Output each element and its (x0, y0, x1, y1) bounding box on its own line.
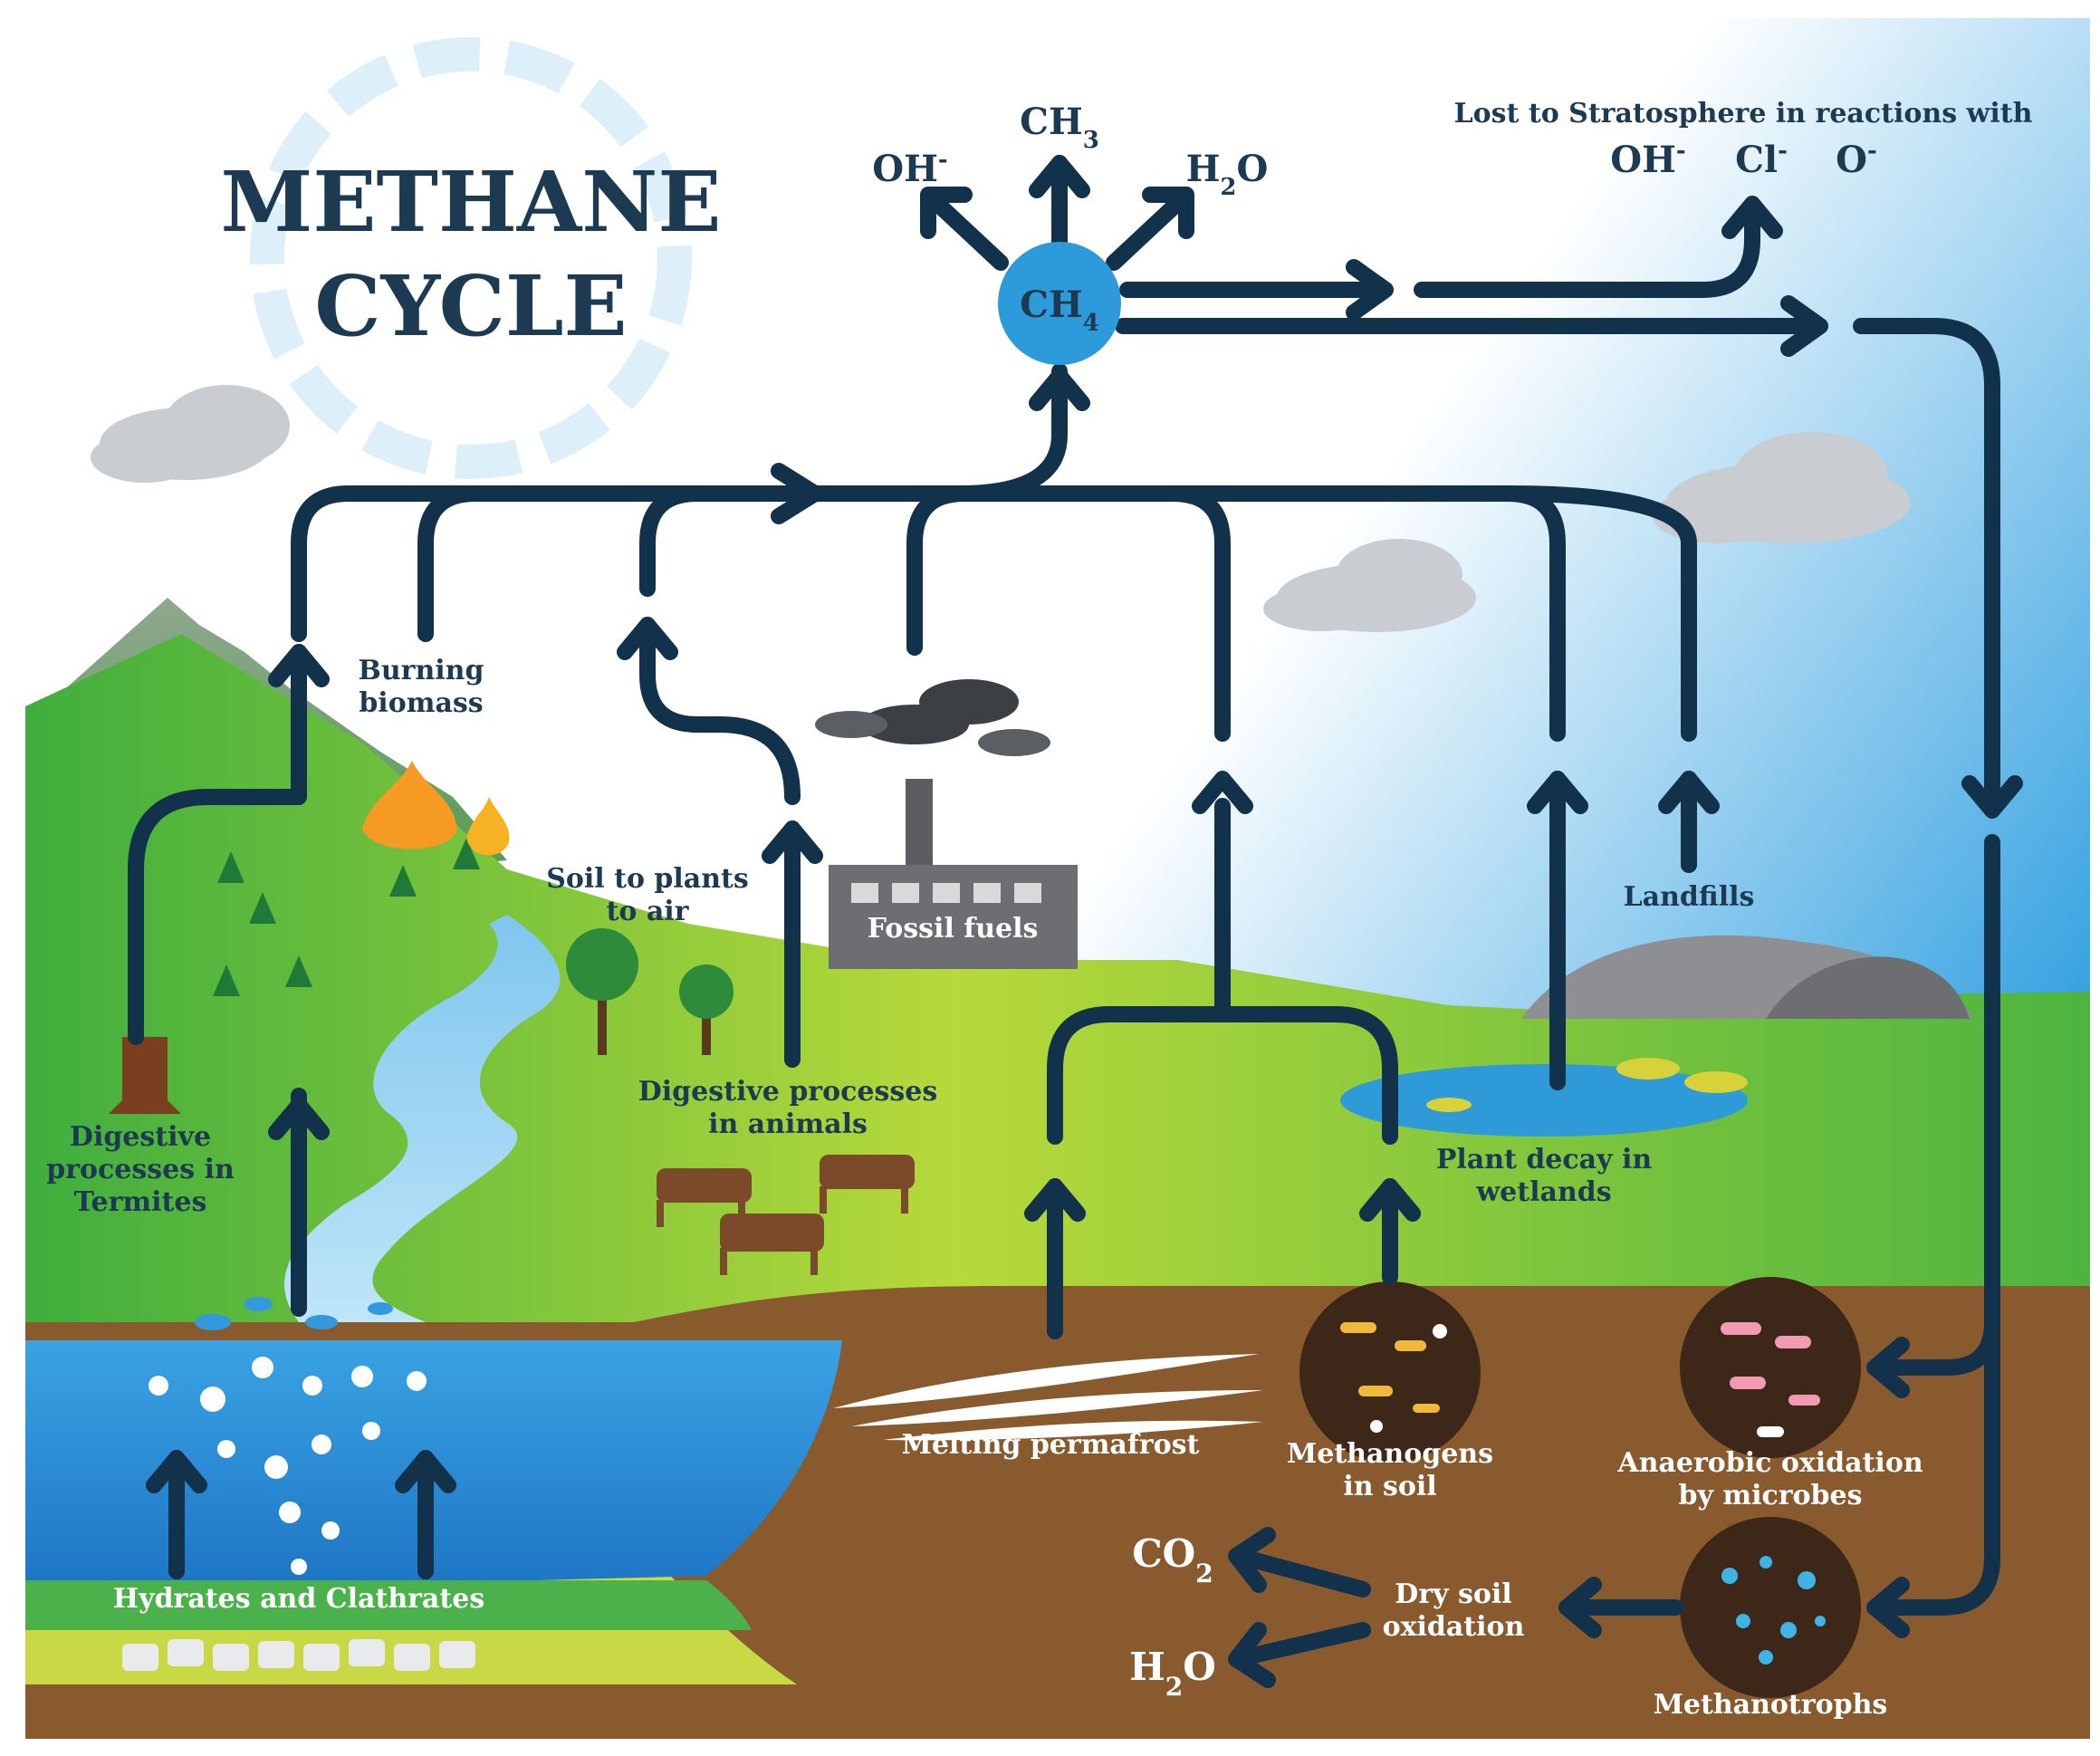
landfill-mound (1521, 935, 1974, 1019)
permafrost-trunk (1165, 485, 1231, 742)
termites-arrowhead (268, 644, 330, 687)
product-h2o: H2O (1186, 148, 1269, 201)
landfills-arrowhead (1658, 771, 1720, 814)
title-line-1: METHANE (221, 153, 722, 251)
soil-plants-riser (639, 485, 705, 597)
methanotrophs-arrowhead (1866, 1577, 1910, 1638)
title-line-2: CYCLE (314, 257, 627, 355)
stratosphere-oh: OH- (1610, 138, 1685, 181)
methanogens-to-trunk (1214, 1006, 1398, 1145)
ch4-feed (952, 363, 1068, 502)
methanotrophs-microbes (1721, 1556, 1826, 1665)
stratosphere-up-arrowhead (1721, 196, 1783, 239)
riverside-trees (566, 928, 734, 1055)
surface-bubbles (195, 1297, 393, 1330)
cloud-right (1653, 432, 1911, 543)
label-fossil-fuels: Fossil fuels (868, 913, 1039, 945)
title-ring-decoration (250, 37, 692, 479)
dry-soil-to-co2 (1237, 1550, 1371, 1598)
cows-icon (657, 1155, 915, 1275)
stratosphere-cl: Cl- (1735, 138, 1788, 181)
dry-soil-arrowhead (1558, 1577, 1602, 1638)
reeds-icon (1426, 1058, 1748, 1112)
h2o-arrowhead (1142, 187, 1194, 239)
stratosphere-caption: Lost to Stratosphere in reactions with (1454, 98, 2033, 130)
lake-bottom-green (25, 1580, 752, 1630)
anaerobic-microbes (1721, 1322, 1820, 1437)
anaerobic-microbes-circle (1680, 1277, 1861, 1458)
wetland-pond (1340, 1064, 1748, 1137)
soil-to-plants-line (639, 617, 801, 805)
hydrate-crystals (122, 1639, 475, 1671)
lake-up-left-arrowhead (146, 1450, 207, 1493)
burning-biomass-riser (417, 485, 484, 642)
h2o-sink-arrowhead (1228, 1622, 1276, 1688)
permafrost-arrowhead (1024, 1178, 1086, 1222)
grassland (25, 634, 2090, 1322)
ch4-to-soil-down (1853, 318, 2000, 805)
label-landfills: Landfills (1624, 881, 1755, 913)
collector-line (291, 485, 1566, 742)
co2-arrowhead (1228, 1527, 1276, 1593)
ch4-to-stratosphere-2 (1414, 200, 1760, 298)
soil-plants-arrowhead (617, 617, 678, 660)
hydrates-arrowhead (268, 1097, 330, 1140)
ch4-to-oh (925, 191, 1009, 271)
label-hydrates: Hydrates and Clathrates (113, 1583, 484, 1615)
dry-soil-to-h2o (1237, 1622, 1371, 1665)
cloud-left (91, 385, 290, 483)
termite-stump-icon (109, 1037, 181, 1114)
ch4-label: CH4 (1020, 283, 1099, 337)
ch4-feed-arrowhead (1029, 368, 1090, 411)
sink-co2: CO2 (1132, 1531, 1213, 1588)
methanotrophs-circle (1680, 1517, 1861, 1698)
trunk-arrowhead (1192, 771, 1253, 814)
collector-right-branch (1500, 485, 1697, 742)
termites-riser (128, 644, 307, 1045)
ch4-node (998, 242, 1121, 365)
product-oh: OH- (872, 147, 947, 190)
ch4-to-h2o (1106, 191, 1190, 271)
label-permafrost: Melting permafrost (902, 1429, 1200, 1461)
sink-h2o: H2O (1129, 1645, 1216, 1702)
stratosphere-arrowhead-1 (1346, 259, 1394, 321)
methanogens-arrowhead (1359, 1178, 1421, 1222)
collector-arrowhead (771, 463, 823, 524)
methanogens-circle (1299, 1281, 1481, 1463)
methane-bubbles (149, 1357, 427, 1575)
stratosphere-o: O- (1836, 138, 1877, 181)
to-methanotrophs (1871, 1314, 2000, 1616)
label-methanotrophs: Methanotrophs (1654, 1689, 1888, 1721)
lake-up-right-arrowhead (395, 1450, 456, 1493)
soil-down-arrowhead (1961, 775, 2023, 819)
factory-icon (815, 679, 1078, 969)
ch3-arrowhead (1029, 155, 1090, 198)
permafrost-streaks (833, 1354, 1263, 1441)
fire-icon (362, 761, 510, 856)
river (284, 915, 561, 1322)
oh-arrowhead (920, 187, 973, 239)
anaerobic-arrowhead (1866, 1337, 1910, 1398)
permafrost-to-trunk (1047, 798, 1231, 1145)
product-ch3: CH3 (1020, 101, 1099, 154)
wetlands-arrowhead (1527, 771, 1588, 814)
soil-right-arrowhead (1780, 295, 1828, 357)
animals-arrowhead (762, 820, 823, 864)
cloud-middle (1263, 539, 1476, 632)
methanogens-microbes (1340, 1322, 1447, 1433)
